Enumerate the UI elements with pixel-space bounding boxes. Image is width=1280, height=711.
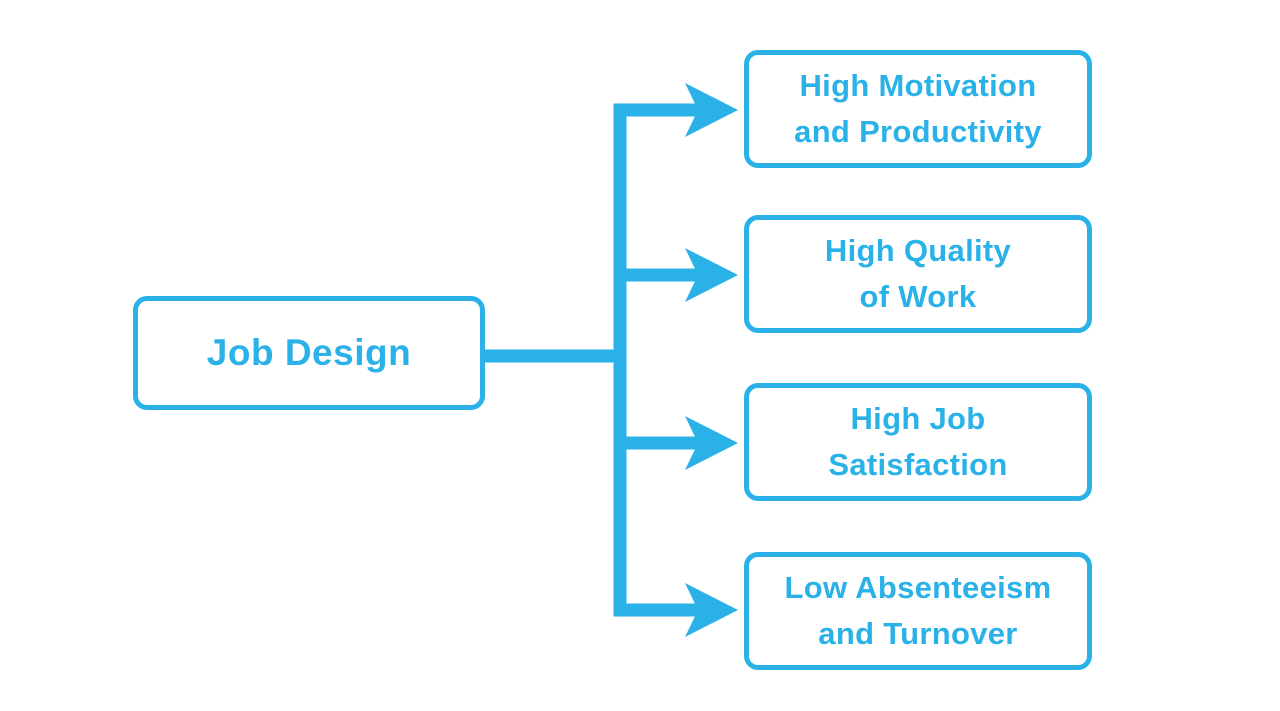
child-node-label-line: and Productivity [794, 114, 1042, 149]
child-node-high-motivation: High Motivation and Productivity [744, 50, 1092, 168]
arrowhead-icon [685, 416, 738, 470]
child-node-label-line: Low Absenteeism [784, 569, 1052, 605]
root-node-label: Job Design [206, 332, 412, 373]
child-node-label-line: High Job [850, 400, 986, 436]
arrowhead-icon [685, 248, 738, 302]
child-node-label-line: Satisfaction [828, 447, 1008, 482]
child-node-label-line: High Quality [824, 232, 1012, 268]
root-node-job-design: Job Design [133, 296, 485, 410]
child-node-high-satisfaction: High Job Satisfaction [744, 383, 1092, 501]
child-node-label-line: of Work [859, 279, 977, 314]
arrowhead-icon [685, 583, 738, 637]
arrowhead-icon [685, 83, 738, 137]
child-node-label-line: High Motivation [799, 67, 1037, 103]
child-node-low-absenteeism: Low Absenteeism and Turnover [744, 552, 1092, 670]
child-node-label-line: and Turnover [818, 616, 1018, 651]
child-node-high-quality: High Quality of Work [744, 215, 1092, 333]
